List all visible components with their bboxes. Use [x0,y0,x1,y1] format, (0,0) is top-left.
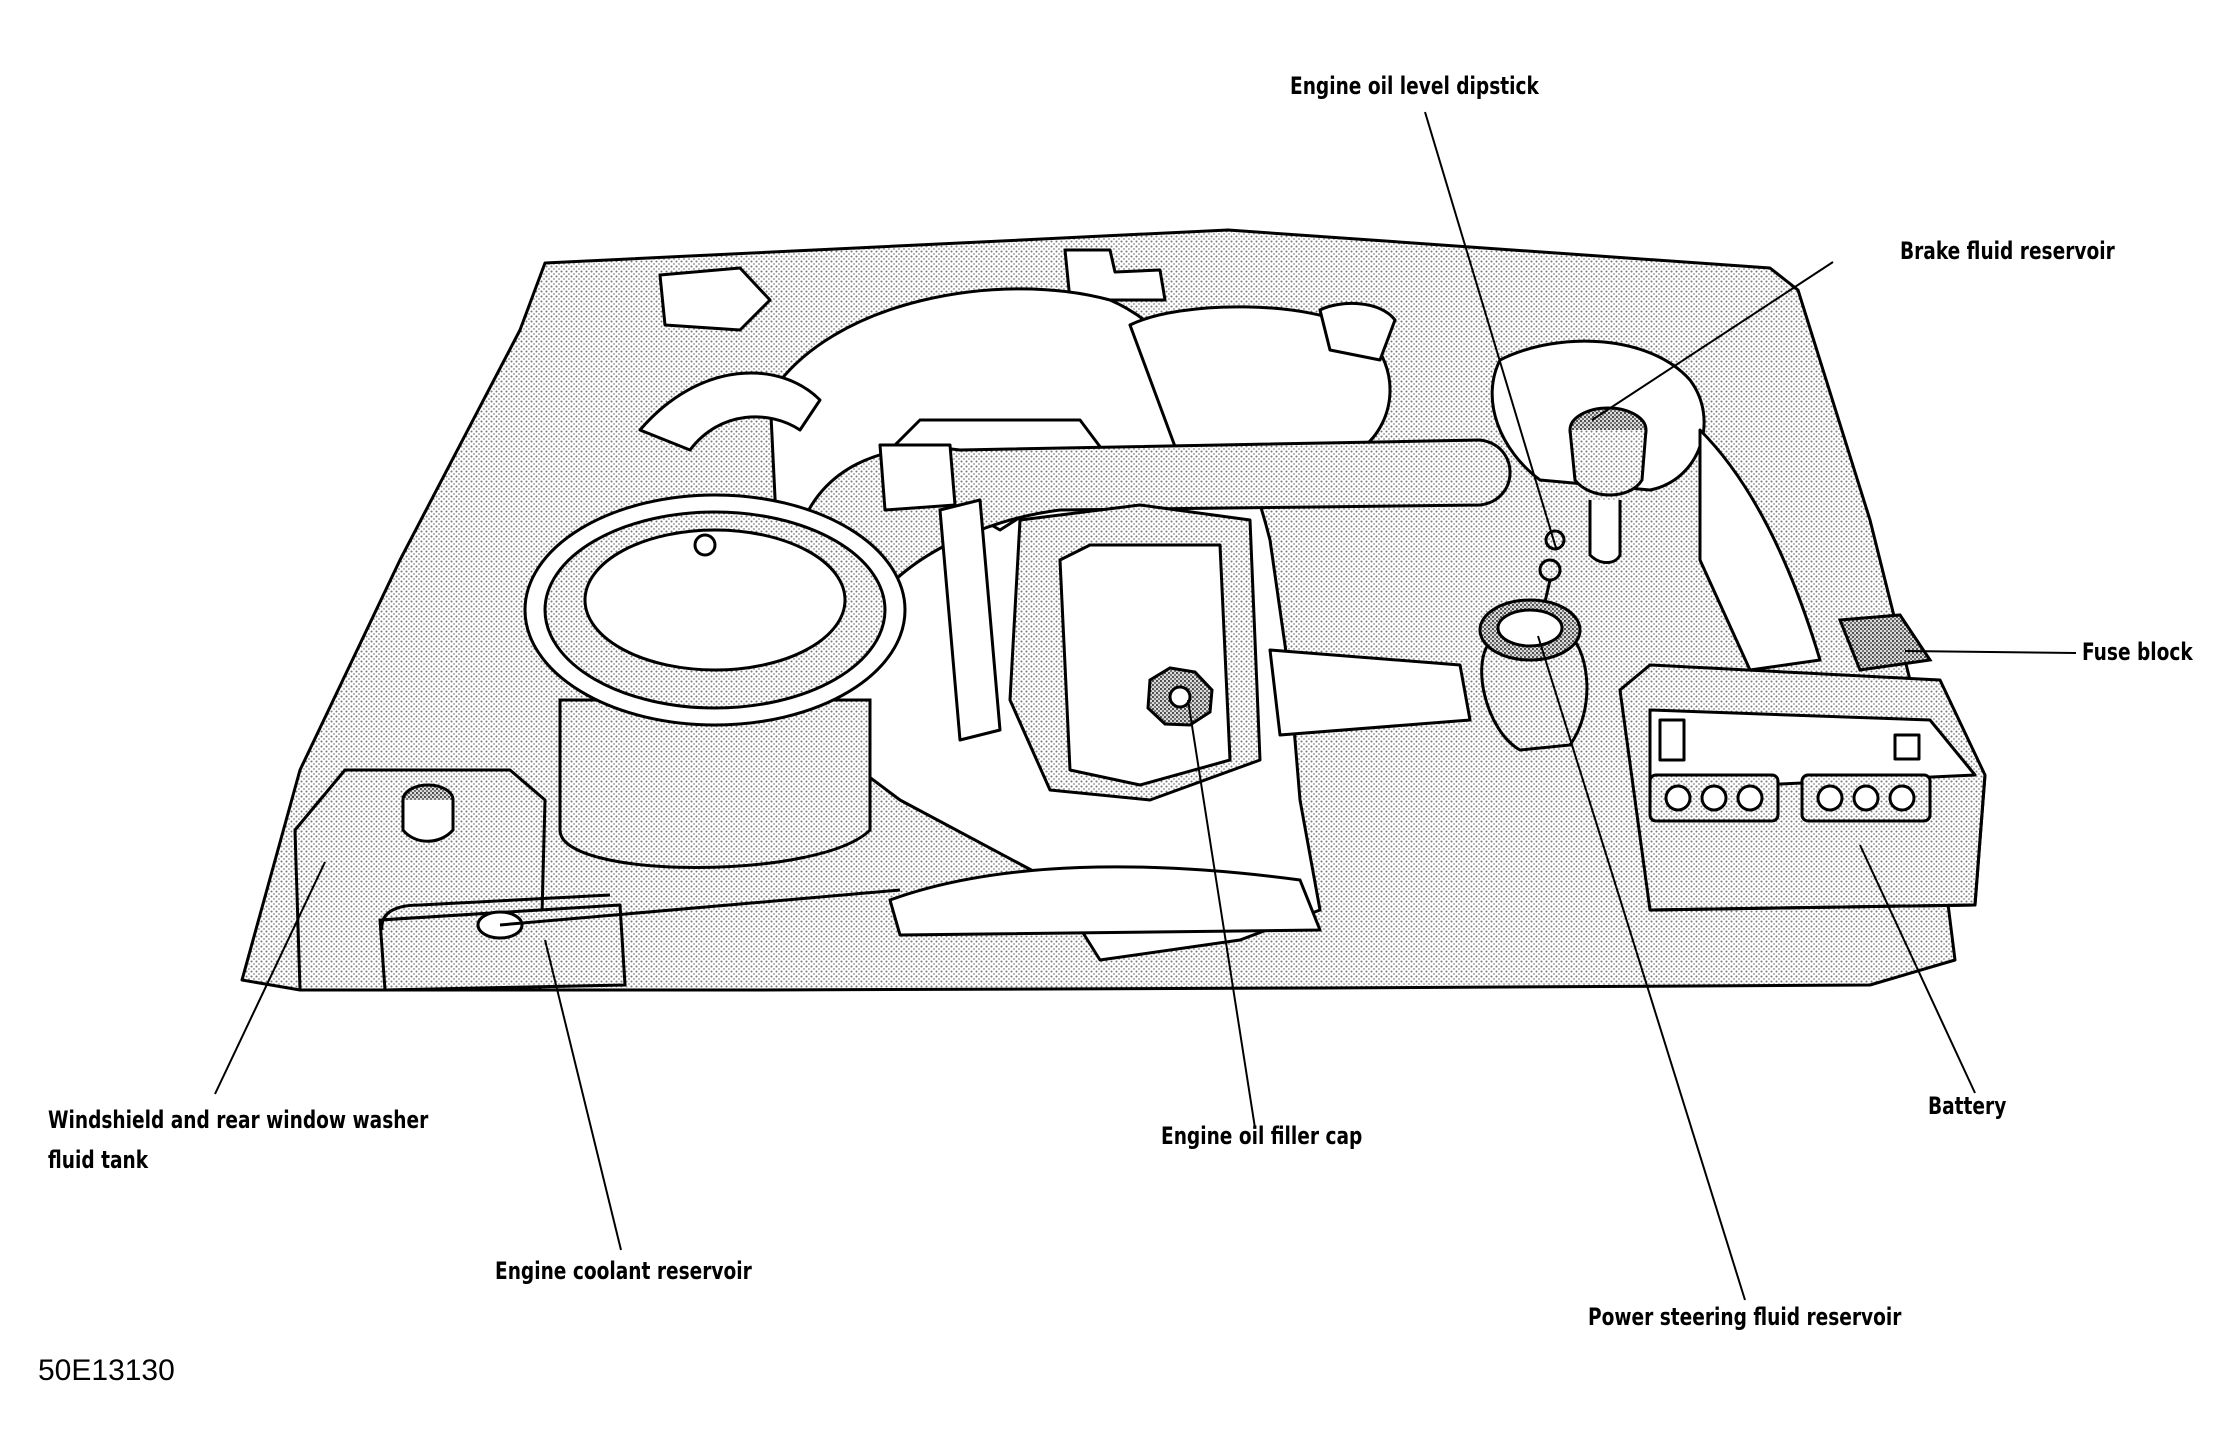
label-washer-tank-line1: Windshield and rear window washer [48,1106,429,1134]
leader-filler [1187,699,1256,1129]
air-filter-housing [523,493,907,869]
leader-power-steering [1537,635,1746,1301]
oil-filler-cap [1146,666,1214,727]
fuse-block [1837,613,1933,672]
power-steering-reservoir [1478,529,1589,752]
label-washer-tank-line2: fluid tank [48,1146,149,1174]
figure-code: 50E13130 [38,1354,175,1387]
label-power-steering-reservoir: Power steering fluid reservoir [1588,1303,1902,1331]
label-engine-oil-filler-cap: Engine oil filler cap [1161,1122,1363,1150]
label-fuse-block: Fuse block [2082,638,2193,666]
leader-fuse [1904,650,2077,654]
battery [1618,663,1987,912]
leader-coolant [544,939,622,1251]
brake-fluid-reservoir [1568,406,1648,564]
label-engine-coolant-reservoir: Engine coolant reservoir [495,1257,752,1285]
label-battery: Battery [1928,1092,2007,1120]
leader-washer [214,861,326,1095]
leader-lines [214,111,2077,1301]
engine-block [888,498,1472,937]
label-engine-oil-dipstick: Engine oil level dipstick [1290,72,1539,100]
leader-battery [1859,844,1976,1094]
coolant-reservoir [378,888,901,992]
leader-dipstick [1424,111,1557,549]
label-brake-fluid-reservoir: Brake fluid reservoir [1900,237,2115,265]
leader-brake [1591,261,1834,421]
